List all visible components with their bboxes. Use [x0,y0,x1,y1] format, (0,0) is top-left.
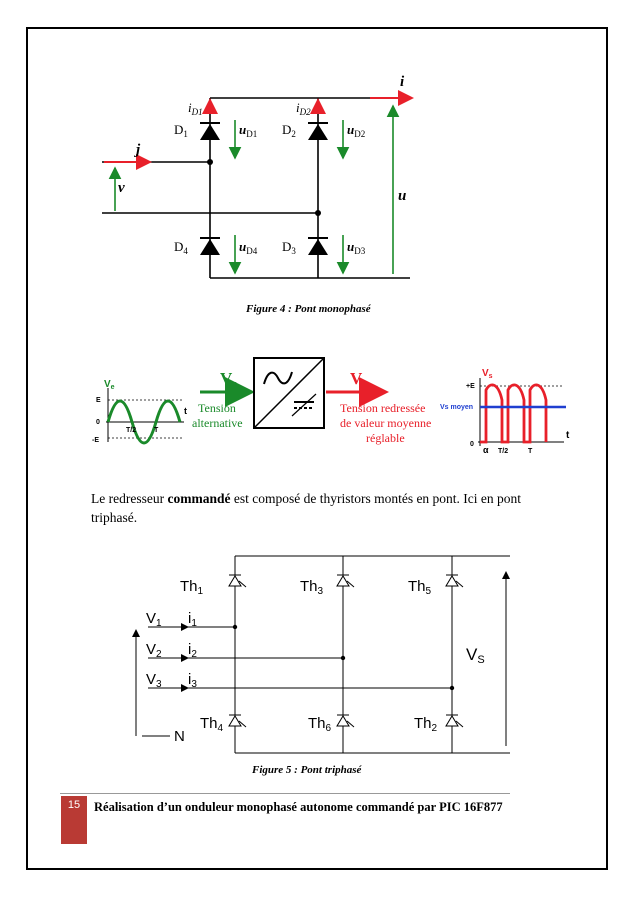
label-th3: Th3 [300,578,324,597]
label-u: u [398,188,406,204]
input-label-line1: Tension [198,401,236,415]
label-j: j [134,142,141,158]
svg-text:0: 0 [96,419,100,426]
label-th5: Th5 [408,578,432,597]
svg-text:0: 0 [470,441,474,448]
output-label-line2: de valeur moyenne [340,416,431,430]
label-th6: Th6 [308,715,332,734]
svg-text:-E: -E [92,437,99,444]
label-i1: i1 [188,610,197,629]
thyristor-th4-icon [228,714,247,728]
label-ud1: uD1 [239,122,257,139]
svg-text:α: α [483,445,489,455]
figure4-bridge-diagram: i j v u iD1 iD2 D1 D2 D4 D3 uD1 uD2 uD4 … [102,74,414,279]
output-label-line1: Tension redressée [340,401,425,415]
label-th4: Th4 [200,715,224,734]
svg-text:+E: +E [466,383,475,390]
vs-label: Vs [350,369,367,390]
diode-d1-icon [200,122,220,140]
label-d2: D2 [282,122,296,139]
footer-divider [60,793,510,794]
thyristor-th5-icon [445,574,464,588]
label-th2: Th2 [414,715,438,734]
rectifier-box-icon [253,357,325,429]
label-d1: D1 [174,122,188,139]
thyristor-th6-icon [336,714,355,728]
label-v: v [118,180,125,196]
diode-symbols [200,122,328,255]
label-ud4: uD4 [239,239,258,256]
label-v3: V3 [146,671,162,690]
thyristor-th1-icon [228,574,247,588]
svg-text:T: T [528,448,533,455]
svg-text:T: T [154,427,159,434]
svg-text:Vs moyen: Vs moyen [440,404,473,411]
label-i: i [400,74,405,90]
svg-text:t: t [566,430,570,441]
label-v2: V2 [146,641,162,660]
label-id1: iD1 [188,100,203,117]
output-rectified-plot: Vs +E Vs moyen 0 α T/2 T t [440,368,570,455]
page-border [26,27,608,870]
label-n: N [174,728,185,745]
label-ud3: uD3 [347,239,366,256]
ve-label: Ve [220,369,237,390]
label-v1: V1 [146,610,162,629]
label-i2: i2 [188,641,197,660]
figure5-thyristor-bridge: Th1 Th3 Th5 Th4 Th6 Th2 V1 V2 V3 i1 i2 i… [132,555,510,754]
input-sine-plot: Ve E 0 -E T/2 T t [92,379,187,445]
svg-text:E: E [96,397,101,404]
label-d4: D4 [174,239,188,256]
diode-d3-icon [308,237,328,255]
svg-text:Ve: Ve [104,379,115,391]
rectifier-block-diagram: Ve E 0 -E T/2 T t Ve Tension alternative… [92,357,570,455]
bold-term: commandé [167,491,231,506]
label-ud2: uD2 [347,122,365,139]
footer-title: Réalisation d’un onduleur monophasé auto… [94,800,503,814]
label-id2: iD2 [296,100,311,117]
diode-d4-icon [200,237,220,255]
thyristor-th2-icon [445,714,464,728]
output-label-line3: réglable [366,431,405,445]
svg-text:T/2: T/2 [498,448,508,455]
figure4-caption: Figure 4 : Pont monophasé [246,303,371,315]
thyristor-th3-icon [336,574,355,588]
body-paragraph: Le redresseur commandé est composé de th… [91,491,522,525]
label-vs: VS [466,645,485,666]
svg-text:Vs: Vs [482,368,493,380]
label-i3: i3 [188,671,197,690]
svg-text:t: t [184,406,187,416]
svg-text:T/2: T/2 [126,427,136,434]
diode-d2-icon [308,122,328,140]
page-number: 15 [61,796,87,844]
input-label-line2: alternative [192,416,243,430]
label-th1: Th1 [180,578,204,597]
figure5-caption: Figure 5 : Pont triphasé [252,764,362,776]
label-d3: D3 [282,239,296,256]
